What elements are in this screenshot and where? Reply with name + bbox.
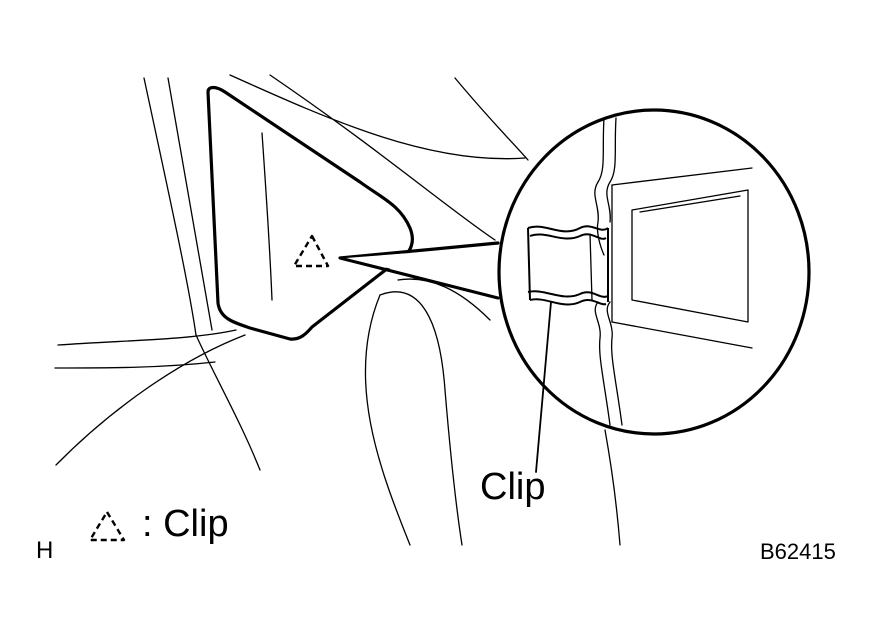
section-letter: H	[36, 537, 54, 564]
magnified-detail	[497, 108, 811, 436]
legend-dashed-triangle-icon	[88, 510, 126, 542]
trim-panel	[206, 85, 414, 341]
dashed-triangle-icon	[292, 234, 330, 268]
magnified-circle	[497, 108, 811, 436]
trim-panel-inner-line	[261, 132, 273, 301]
figure-code: B62415	[760, 539, 836, 564]
clip-leader-line	[535, 301, 552, 473]
legend-clip-label: : Clip	[142, 503, 229, 545]
callout-pointer	[338, 241, 500, 300]
clip-callout-label: Clip	[480, 466, 546, 508]
clip-part	[527, 225, 609, 306]
vehicle-body-lines	[54, 74, 621, 546]
